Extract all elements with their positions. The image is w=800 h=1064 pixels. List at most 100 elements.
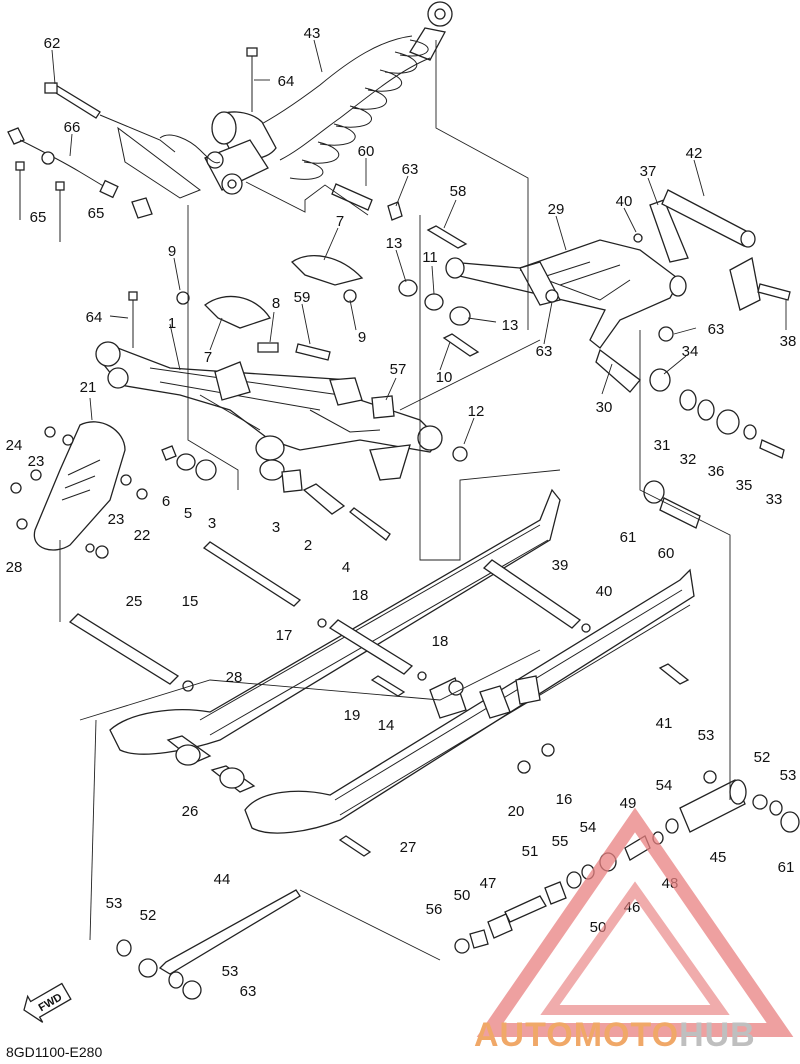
callout-49: 49 bbox=[620, 795, 637, 812]
callout-64: 64 bbox=[278, 73, 295, 90]
callout-3: 3 bbox=[272, 519, 280, 536]
callout-34: 34 bbox=[682, 343, 699, 360]
fwd-arrow: FWD bbox=[23, 982, 72, 1023]
bushings-left bbox=[161, 395, 468, 541]
callout-64: 64 bbox=[86, 309, 103, 326]
callout-23: 23 bbox=[108, 511, 125, 528]
callout-57: 57 bbox=[390, 361, 407, 378]
callout-45: 45 bbox=[710, 849, 727, 866]
callout-50: 50 bbox=[454, 887, 471, 904]
callout-11: 11 bbox=[422, 249, 438, 266]
watermark-text: AUTOMOTOHUB bbox=[474, 1016, 756, 1055]
callout-7: 7 bbox=[336, 213, 344, 230]
rear-shaft-44 bbox=[116, 889, 301, 1000]
watermark-logo bbox=[476, 807, 794, 1037]
callout-63: 63 bbox=[402, 161, 419, 178]
callout-61: 61 bbox=[620, 529, 637, 546]
callout-40: 40 bbox=[616, 193, 633, 210]
callout-10: 10 bbox=[436, 369, 453, 386]
callout-40: 40 bbox=[596, 583, 613, 600]
callout-13: 13 bbox=[386, 235, 403, 252]
adjuster-assembly bbox=[454, 770, 800, 954]
callout-8: 8 bbox=[272, 295, 280, 312]
watermark-text-automoto: AUTOMOTO bbox=[474, 1016, 680, 1054]
callout-30: 30 bbox=[596, 399, 613, 416]
callout-53: 53 bbox=[698, 727, 715, 744]
callout-54: 54 bbox=[656, 777, 673, 794]
callout-17: 17 bbox=[276, 627, 293, 644]
callout-24: 24 bbox=[6, 437, 23, 454]
callout-42: 42 bbox=[686, 145, 703, 162]
callout-15: 15 bbox=[182, 593, 199, 610]
callout-59: 59 bbox=[294, 289, 311, 306]
callout-27: 27 bbox=[400, 839, 417, 856]
callout-53: 53 bbox=[106, 895, 123, 912]
callout-6: 6 bbox=[162, 493, 170, 510]
watermark-triangle-outer bbox=[476, 807, 794, 1037]
callout-32: 32 bbox=[680, 451, 697, 468]
callout-31: 31 bbox=[654, 437, 671, 454]
callout-38: 38 bbox=[780, 333, 797, 350]
callout-41: 41 bbox=[656, 715, 673, 732]
callout-23: 23 bbox=[28, 453, 45, 470]
callout-22: 22 bbox=[134, 527, 151, 544]
callout-63: 63 bbox=[708, 321, 725, 338]
callout-65: 65 bbox=[88, 205, 105, 222]
callout-54: 54 bbox=[580, 819, 597, 836]
rear-arm bbox=[331, 183, 791, 393]
callout-36: 36 bbox=[708, 463, 725, 480]
callout-13: 13 bbox=[502, 317, 519, 334]
stopper-7 bbox=[128, 255, 364, 361]
callout-14: 14 bbox=[378, 717, 395, 734]
bolt-62-and-cable-66 bbox=[7, 47, 258, 242]
callout-9: 9 bbox=[168, 243, 176, 260]
bracket-and-bolts bbox=[175, 663, 690, 857]
callout-63: 63 bbox=[536, 343, 553, 360]
callout-33: 33 bbox=[766, 491, 783, 508]
callout-28: 28 bbox=[6, 559, 23, 576]
leader-lines bbox=[51, 39, 787, 445]
callout-19: 19 bbox=[344, 707, 361, 724]
callout-16: 16 bbox=[556, 791, 573, 808]
watermark-text-hub: HUB bbox=[679, 1016, 756, 1054]
callout-2: 2 bbox=[304, 537, 312, 554]
callout-28: 28 bbox=[226, 669, 243, 686]
callout-43: 43 bbox=[304, 25, 321, 42]
callout-1: 1 bbox=[168, 315, 176, 332]
callout-35: 35 bbox=[736, 477, 753, 494]
callout-61: 61 bbox=[778, 859, 795, 876]
callout-66: 66 bbox=[64, 119, 81, 136]
callout-9: 9 bbox=[358, 329, 366, 346]
callout-52: 52 bbox=[754, 749, 771, 766]
callout-60: 60 bbox=[358, 143, 375, 160]
callout-3: 3 bbox=[208, 515, 216, 532]
diagram-code: 8GD1100-E280 bbox=[6, 1044, 103, 1060]
callout-20: 20 bbox=[508, 803, 525, 820]
callout-7: 7 bbox=[204, 349, 212, 366]
callout-12: 12 bbox=[468, 403, 485, 420]
watermark-triangle-inner bbox=[540, 881, 730, 1015]
callout-63: 63 bbox=[240, 983, 257, 1000]
callout-52: 52 bbox=[140, 907, 157, 924]
callout-39: 39 bbox=[552, 557, 569, 574]
callout-21: 21 bbox=[80, 379, 97, 396]
callout-5: 5 bbox=[184, 505, 192, 522]
callout-26: 26 bbox=[182, 803, 199, 820]
callout-47: 47 bbox=[480, 875, 497, 892]
shafts bbox=[68, 541, 591, 692]
callout-25: 25 bbox=[126, 593, 143, 610]
callout-51: 51 bbox=[522, 843, 539, 860]
shock-absorber bbox=[204, 1, 453, 195]
callout-60: 60 bbox=[658, 545, 675, 562]
callout-4: 4 bbox=[342, 559, 350, 576]
callout-55: 55 bbox=[552, 833, 569, 850]
callout-18: 18 bbox=[352, 587, 369, 604]
link-21 bbox=[10, 421, 148, 559]
callout-29: 29 bbox=[548, 201, 565, 218]
callout-65: 65 bbox=[30, 209, 47, 226]
callout-44: 44 bbox=[214, 871, 231, 888]
callout-18: 18 bbox=[432, 633, 449, 650]
